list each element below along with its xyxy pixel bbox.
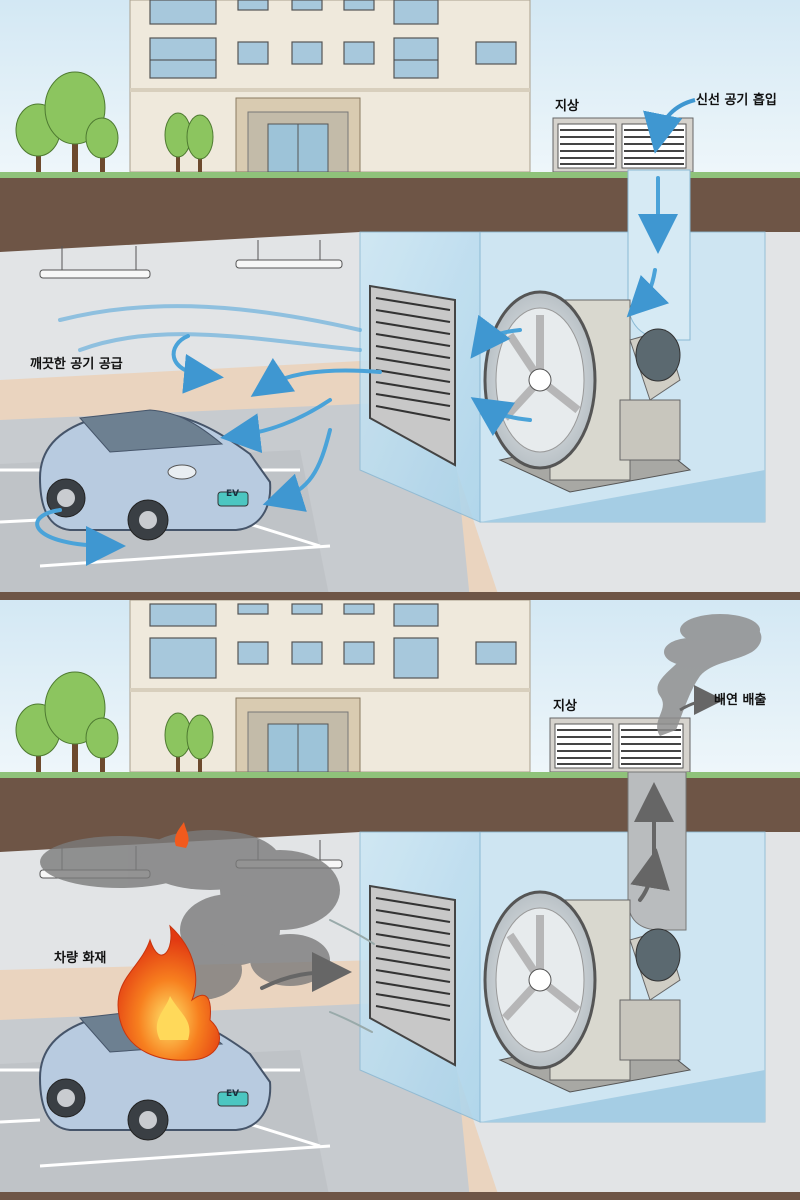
exhaust-duct bbox=[627, 771, 687, 931]
building-entrance bbox=[235, 697, 361, 773]
fire-label: 차량 화재 bbox=[54, 950, 106, 966]
intake-arrow bbox=[643, 98, 696, 154]
tree bbox=[15, 671, 119, 772]
supply-panel: 지상 신선 공기 흡입 bbox=[0, 0, 800, 600]
ev-badge: EV bbox=[226, 489, 239, 499]
exhaust-label: 배연 배출 bbox=[714, 692, 766, 708]
ev-car: EV bbox=[38, 409, 272, 541]
tree bbox=[164, 712, 214, 772]
grass-line bbox=[0, 172, 800, 178]
intake-label: 신선 공기 흡입 bbox=[696, 92, 777, 108]
ground-label: 지상 bbox=[553, 699, 577, 714]
ev-badge: EV bbox=[226, 1089, 239, 1099]
ceiling-light bbox=[39, 240, 343, 279]
ground-vent-louver bbox=[552, 117, 694, 173]
exhaust-panel: 지상 배연 배출 bbox=[0, 600, 800, 1200]
supply-airflow bbox=[35, 176, 678, 566]
wall-louver bbox=[369, 284, 456, 467]
exhaust-arrow bbox=[679, 685, 724, 716]
grass-line bbox=[0, 772, 800, 778]
exhaust-airflow bbox=[260, 782, 674, 1033]
fire-icon bbox=[117, 822, 220, 1061]
apartment-building bbox=[129, 0, 531, 173]
wall-louver bbox=[369, 884, 456, 1067]
supply-label: 깨끗한 공기 공급 bbox=[30, 356, 123, 372]
jet-fan bbox=[483, 890, 692, 1093]
tree bbox=[15, 71, 119, 172]
building-entrance bbox=[235, 97, 361, 173]
ground-label: 지상 bbox=[555, 99, 579, 114]
tree bbox=[164, 112, 214, 172]
